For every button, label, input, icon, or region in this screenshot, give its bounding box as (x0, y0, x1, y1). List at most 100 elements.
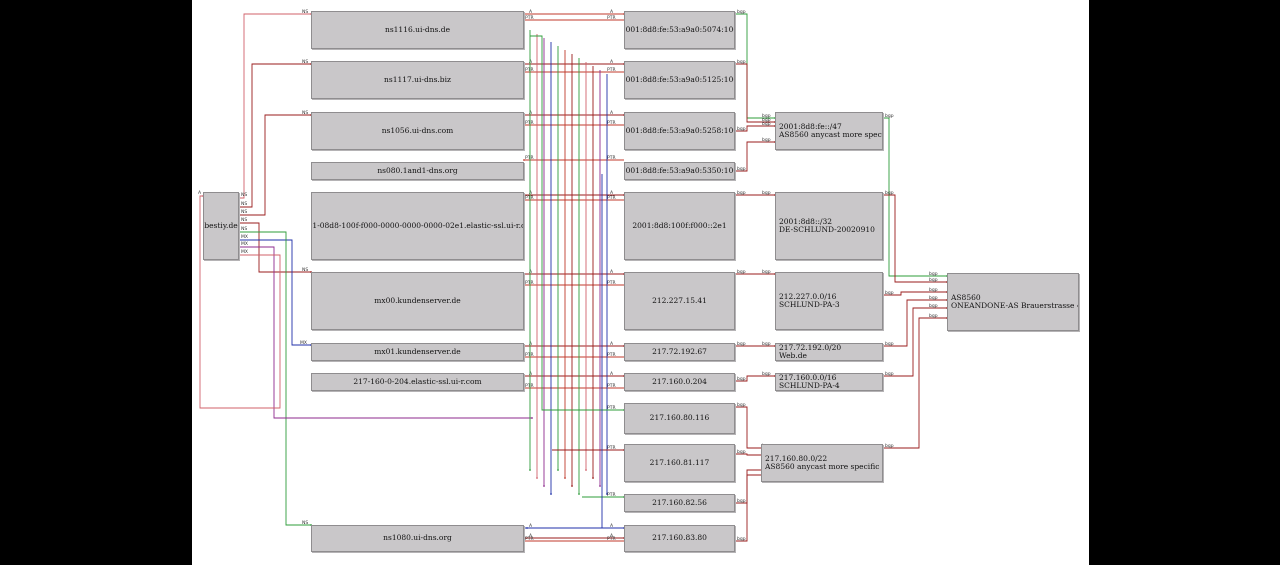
prefix-cidr: 217.160.0.0/16 (779, 373, 837, 382)
edge-label: PTR (525, 383, 534, 389)
edge-label: PTR (607, 195, 616, 201)
nameserver-node[interactable]: ns1056.ui-dns.com (311, 112, 524, 150)
edge-arrowhead (523, 159, 525, 161)
ns-edge (239, 222, 311, 273)
nameserver-node[interactable]: ns1080.ui-dns.org (311, 525, 524, 552)
edge-arrowhead (606, 493, 608, 495)
nameserver-node[interactable]: ns080.1and1-dns.org (311, 162, 524, 180)
edge-label: bgp (737, 9, 746, 15)
address-label: 2001:8d8:fe:53:a9a0:5258:100 (624, 125, 735, 135)
nameserver-node[interactable]: ns1116.ui-dns.de (311, 11, 524, 49)
bgp-edge (735, 125, 775, 132)
host-node[interactable]: 217-160-0-204.elastic-ssl.ui-r.com (311, 373, 524, 391)
edge-arrowhead (536, 477, 538, 479)
address-node[interactable]: 217.160.81.117 (624, 444, 735, 482)
edge-arrowhead (585, 469, 587, 471)
edge-label: A (610, 371, 614, 377)
prefix-node[interactable]: 217.160.0.0/16 SCHLUND-PA-4 (775, 373, 883, 391)
bgp-edge (883, 317, 947, 449)
prefix-node[interactable]: 217.160.80.0/22 AS8560 anycast more spec… (761, 444, 883, 482)
edge-label: A (610, 59, 614, 65)
prefix-node[interactable]: 2001:8d8::/32 DE-SCHLUND-20020910 (775, 192, 883, 260)
edge-arrowhead (531, 417, 533, 419)
address-label: 217.160.80.116 (649, 413, 710, 423)
edge (199, 195, 281, 409)
edge-label: bgp (737, 449, 746, 455)
host-label: mx00.kundenserver.de (374, 295, 461, 305)
address-label: 217.160.82.56 (652, 497, 707, 507)
ns-edge (239, 114, 311, 216)
edge-arrowhead (550, 493, 552, 495)
prefix-node[interactable]: 217.72.192.0/20 Web.de (775, 343, 883, 361)
edge-label: bgp (737, 59, 746, 65)
host-label: 217-160-0-204.elastic-ssl.ui-r.com (353, 376, 482, 386)
nameserver-node[interactable]: ns1117.ui-dns.biz (311, 61, 524, 99)
edge-label: PTR (525, 195, 534, 201)
address-node[interactable]: 2001:8d8:fe:53:a9a0:5350:100 (624, 162, 735, 180)
address-node[interactable]: 2001:8d8:100f:f000::2e1 (624, 192, 735, 260)
edge-label: bgp (737, 376, 746, 382)
bgp-edge (883, 299, 947, 347)
edge-label: bgp (762, 121, 771, 127)
edge-label: A (610, 190, 614, 196)
address-node[interactable]: 212.227.15.41 (624, 272, 735, 330)
address-node[interactable]: 217.72.192.67 (624, 343, 735, 361)
edge-label: bgp (737, 269, 746, 275)
bgp-edge (735, 406, 775, 449)
address-node[interactable]: 217.160.0.204 (624, 373, 735, 391)
nameserver-label: ns1080.ui-dns.org (383, 533, 452, 543)
address-node[interactable]: 2001:8d8:fe:53:a9a0:5258:100 (624, 112, 735, 150)
edge-label: NS (241, 201, 247, 207)
address-node[interactable]: 217.160.82.56 (624, 494, 735, 512)
edge-label: bgp (929, 303, 938, 309)
edge-label: A (610, 110, 614, 116)
edge-label: NS (302, 59, 308, 65)
prefix-owner: AS8560 anycast more specific (765, 462, 880, 471)
edge-label: bgp (885, 341, 894, 347)
edge-label: A (198, 190, 202, 196)
edge-label: bgp (885, 190, 894, 196)
bgp-edge (735, 13, 775, 119)
prefix-node[interactable]: 2001:8d8:fe::/47 AS8560 anycast more spe… (775, 112, 883, 150)
edge-label: bgp (885, 371, 894, 377)
edge-label: bgp (929, 271, 938, 277)
address-node[interactable]: 217.160.80.116 (624, 403, 735, 434)
host-node[interactable]: mx00.kundenserver.de (311, 272, 524, 330)
edge-label: NS (302, 267, 308, 273)
ns-edge (239, 63, 311, 208)
edge-label: A (529, 533, 533, 539)
edge-label: bgp (737, 498, 746, 504)
edge-label: bgp (762, 117, 771, 123)
edge-label: bgp (929, 287, 938, 293)
prefix-cidr: 2001:8d8::/32 (779, 216, 833, 226)
edge-arrowhead (564, 477, 566, 479)
edge-label: MX (241, 249, 248, 255)
edge-label: NS (241, 209, 247, 215)
edge-label: bgp (762, 137, 771, 143)
edge-label: PTR (607, 15, 616, 21)
edge-label: PTR (525, 67, 534, 73)
prefix-node[interactable]: 212.227.0.0/16 SCHLUND-PA-3 (775, 272, 883, 330)
address-node[interactable]: 2001:8d8:fe:53:a9a0:5074:100 (624, 11, 735, 49)
edge-arrowhead (526, 527, 528, 529)
edge-label: NS (302, 9, 308, 15)
edge-label: bgp (737, 166, 746, 172)
bgp-edge (883, 194, 947, 283)
asn-node[interactable]: AS8560 ONEANDONE-AS Brauerstrasse 48 (947, 273, 1079, 331)
address-label: 2001:8d8:fe:53:a9a0:5125:100 (624, 74, 735, 84)
host-node[interactable]: mx01.kundenserver.de (311, 343, 524, 361)
host-node[interactable]: 2001-08d8-100f-f000-0000-0000-0000-02e1.… (311, 192, 524, 260)
address-node[interactable]: 217.160.83.80 (624, 525, 735, 552)
edge-label: A (610, 533, 614, 539)
edge-label: NS (241, 226, 247, 232)
edge-label: PTR (525, 352, 534, 358)
edge-arrowhead (543, 485, 545, 487)
edge-label: bgp (929, 277, 938, 283)
address-node[interactable]: 2001:8d8:fe:53:a9a0:5125:100 (624, 61, 735, 99)
address-label: 2001:8d8:fe:53:a9a0:5350:100 (624, 165, 735, 175)
prefix-owner: DE-SCHLUND-20020910 (779, 225, 875, 234)
domain-node[interactable]: bestiy.de (203, 192, 239, 260)
address-label: 2001:8d8:fe:53:a9a0:5074:100 (624, 24, 735, 34)
edge-label: bgp (762, 113, 771, 119)
